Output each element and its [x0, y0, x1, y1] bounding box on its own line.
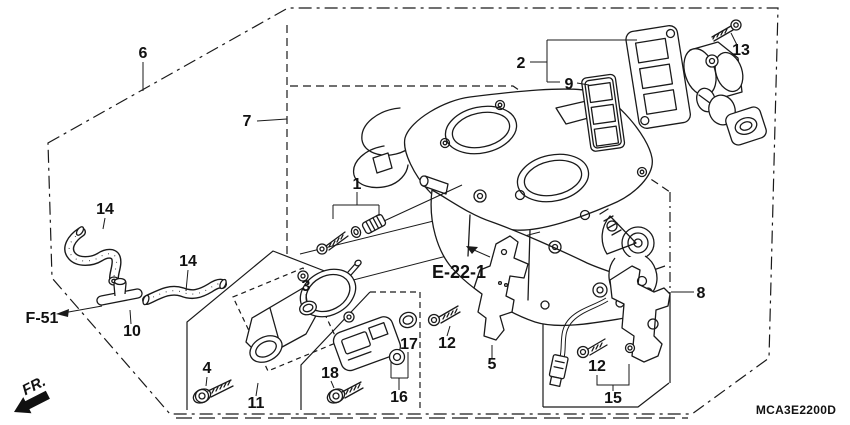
ref-label-e22-1: E-22-1: [432, 262, 486, 282]
hose-14a: [64, 226, 122, 286]
callout-lines: [102, 32, 738, 397]
sensor-16: [332, 316, 406, 372]
part-label-2: 2: [517, 55, 526, 72]
part-label-15: 15: [604, 390, 622, 407]
part-label-14a: 14: [96, 201, 114, 218]
part-label-17: 17: [400, 336, 418, 353]
part-label-10: 10: [123, 323, 141, 340]
t-joint-10: [96, 277, 143, 306]
group-box-7: [286, 25, 671, 383]
f51-arrow: [56, 305, 103, 317]
part-label-12b: 12: [588, 358, 606, 375]
gasket-9: [581, 73, 626, 152]
ref-label-f51: F-51: [26, 310, 59, 327]
part-label-5: 5: [488, 356, 497, 373]
part-label-18: 18: [321, 365, 339, 382]
hose-14b: [142, 278, 227, 306]
part-label-8: 8: [697, 285, 706, 302]
part-label-3: 3: [302, 278, 311, 295]
iacv-assembly: [625, 25, 767, 146]
o-ring-3: [299, 300, 317, 316]
outer-boundary: [47, 7, 779, 419]
bolt-18: [326, 381, 364, 404]
part-label-9: 9: [565, 76, 574, 93]
part-label-16: 16: [390, 389, 408, 406]
part-label-4: 4: [203, 360, 212, 377]
stop-screw-set-1: [316, 213, 387, 255]
bolt-12a: [427, 305, 461, 327]
part-label-11: 11: [248, 395, 265, 412]
sensor-15: [548, 265, 671, 387]
part-label-1: 1: [353, 176, 362, 193]
screw-13: [711, 19, 742, 42]
part-label-7: 7: [243, 113, 252, 130]
part-label-14b: 14: [179, 253, 197, 270]
e22-arrow: [466, 246, 491, 258]
bolt-4: [192, 379, 234, 404]
part-label-6: 6: [139, 45, 148, 62]
o-ring-17: [398, 311, 418, 329]
part-label-12a: 12: [438, 335, 456, 352]
fr-arrow: [14, 390, 50, 414]
part-label-13: 13: [732, 42, 750, 59]
bolt-12b: [576, 338, 608, 359]
diagram-code: MCA3E2200D: [756, 403, 836, 417]
bracket-5: [473, 235, 529, 341]
sensor-11: [245, 259, 362, 363]
